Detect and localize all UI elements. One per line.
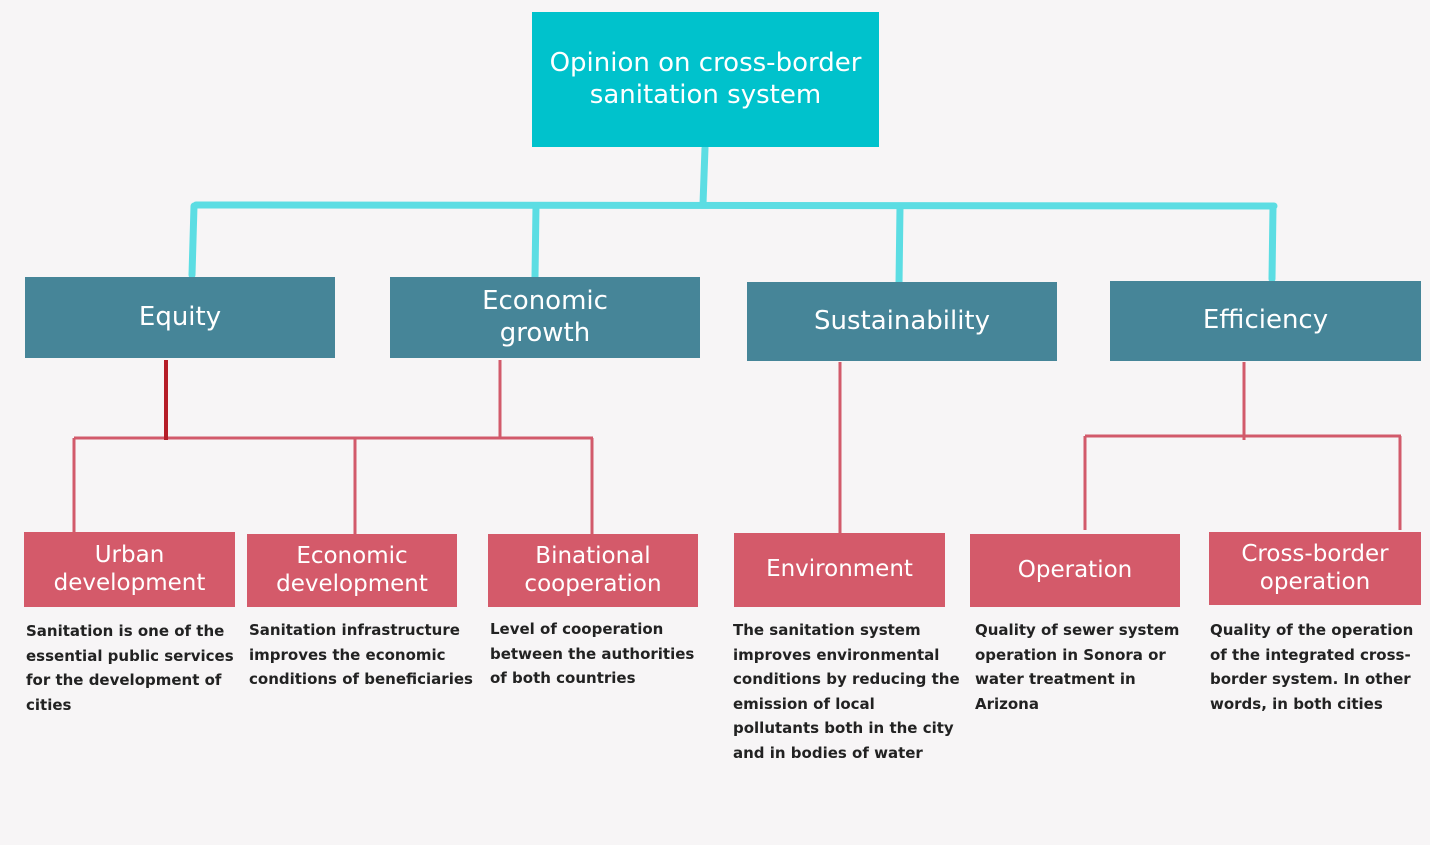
- description-environment: The sanitation system improves environme…: [733, 621, 960, 762]
- category-efficiency: Efficiency: [1110, 281, 1421, 361]
- description-binational-cooperation: Level of cooperation between the authori…: [490, 620, 695, 687]
- description-cross-border-operation: Quality of the operation of the integrat…: [1210, 621, 1414, 713]
- subcategory-economic-development: Economic development: [247, 534, 457, 607]
- subcategory-cross-border-operation: Cross-border operation: [1209, 532, 1421, 605]
- category-label: Sustainability: [813, 305, 991, 336]
- category-economic-growth: Economic growth: [390, 277, 700, 358]
- category-label: Equity: [138, 301, 222, 332]
- subcategory-operation: Operation: [970, 534, 1180, 607]
- subcategory-label: Economic development: [276, 542, 428, 597]
- subcategory-environment: Environment: [734, 533, 945, 607]
- subcategory-label: Operation: [1017, 556, 1133, 583]
- sustainability-drop-line: [895, 203, 904, 288]
- subcategory-label: Binational cooperation: [524, 542, 662, 597]
- subcategory-label: Environment: [766, 556, 913, 583]
- description-urban-development: Sanitation is one of the essential publi…: [26, 622, 234, 714]
- subcategory-binational-cooperation: Binational cooperation: [488, 534, 698, 607]
- root-label: Opinion on cross-border sanitation syste…: [549, 48, 862, 110]
- description-operation: Quality of sewer system operation in Son…: [975, 621, 1180, 713]
- subcategory-label: Urban development: [53, 541, 206, 596]
- description-economic-development: Sanitation infrastructure improves the e…: [249, 621, 473, 688]
- category-equity: Equity: [25, 277, 335, 358]
- root-node: Opinion on cross-border sanitation syste…: [532, 12, 879, 147]
- root-stem-line: [699, 144, 709, 208]
- equity-drop-line: [188, 202, 198, 279]
- subcategory-urban-development: Urban development: [24, 532, 235, 607]
- category-label: Efficiency: [1202, 305, 1329, 336]
- subcategory-label: Cross-border operation: [1241, 540, 1389, 595]
- efficiency-drop-line: [1268, 203, 1277, 283]
- economic-growth-drop-line: [531, 202, 540, 281]
- category-sustainability: Sustainability: [747, 282, 1057, 361]
- category-label: Economic growth: [482, 286, 608, 348]
- top-horizontal-line: [192, 201, 1278, 210]
